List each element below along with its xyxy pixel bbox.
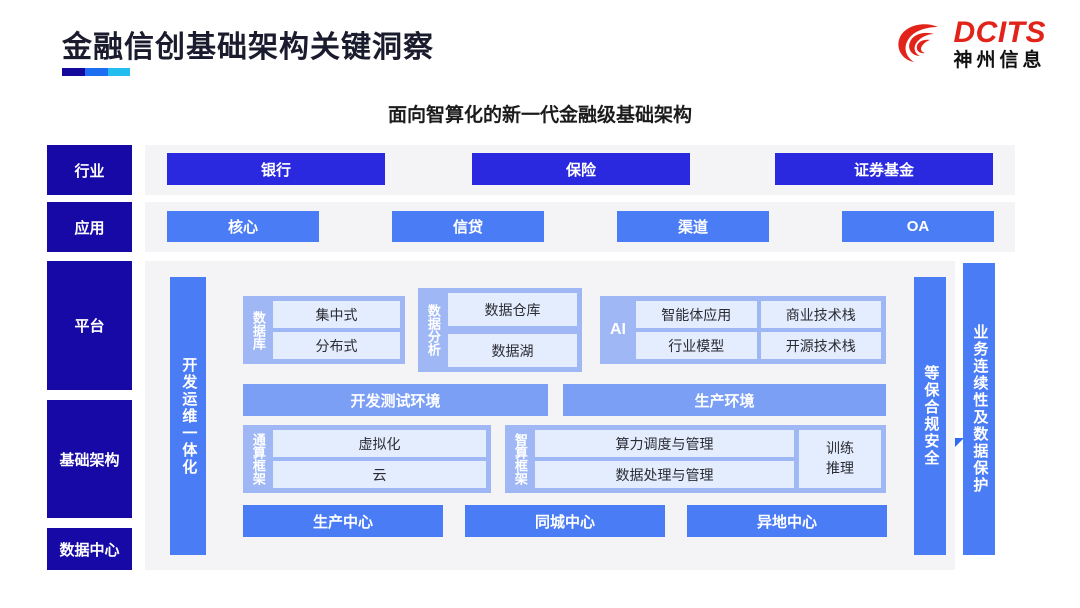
environment-bar-0[interactable]: 开发测试环境	[243, 384, 548, 416]
row-label-datacenter: 数据中心	[47, 528, 132, 570]
industry-item-0-label: 银行	[260, 161, 291, 179]
group-general-compute-label: 通算框架	[250, 433, 266, 485]
row-label-application: 应用	[47, 202, 132, 252]
group-general-compute[interactable]: 通算框架 虚拟化 云	[243, 425, 491, 493]
center-bar-2[interactable]: 异地中心	[687, 505, 887, 537]
continuity-vertical-bar-label: 业务连续性及数据保护	[971, 324, 989, 494]
row-label-industry: 行业	[47, 145, 132, 195]
compliance-vertical-bar-label: 等保合规安全	[922, 365, 940, 467]
group-ai-cell-0[interactable]: 智能体应用	[636, 301, 757, 328]
compliance-vertical-bar[interactable]: 等保合规安全	[914, 277, 946, 555]
industry-item-2-label: 证券基金	[853, 161, 914, 179]
group-data-analysis[interactable]: 数据分析 数据仓库 数据湖	[418, 288, 582, 372]
application-item-0[interactable]: 核心	[167, 211, 319, 242]
application-item-3[interactable]: OA	[842, 211, 994, 242]
group-ai-cell-3[interactable]: 开源技术栈	[760, 332, 881, 359]
group-data-analysis-cell-0[interactable]: 数据仓库	[448, 293, 577, 326]
application-item-2[interactable]: 渠道	[617, 211, 769, 242]
group-ai-label: AI	[610, 321, 626, 338]
row-label-platform-text: 平台	[74, 318, 105, 335]
group-data-analysis-label: 数据分析	[425, 304, 441, 356]
group-data-analysis-cell-1[interactable]: 数据湖	[448, 334, 577, 367]
application-item-3-label: OA	[906, 218, 930, 235]
row-label-application-text: 应用	[74, 219, 105, 237]
group-intelligent-compute-side[interactable]: 训练 推理	[799, 430, 881, 488]
group-database-label: 数据库	[250, 310, 266, 350]
center-bar-1[interactable]: 同城中心	[465, 505, 665, 537]
industry-item-1-label: 保险	[565, 161, 596, 179]
environment-bar-1-label: 生产环境	[694, 392, 755, 410]
group-database-cell-0[interactable]: 集中式	[273, 301, 400, 328]
center-bar-0-label: 生产中心	[312, 513, 373, 531]
row-label-infrastructure: 基础架构	[47, 400, 132, 518]
group-intelligent-compute-cell-0[interactable]: 算力调度与管理	[535, 430, 794, 457]
industry-item-1[interactable]: 保险	[472, 153, 690, 185]
industry-item-2[interactable]: 证券基金	[775, 153, 993, 185]
application-item-0-label: 核心	[227, 219, 258, 236]
group-ai-cell-2[interactable]: 行业模型	[636, 332, 757, 359]
row-label-platform: 平台	[47, 261, 132, 390]
group-intelligent-compute[interactable]: 智算框架 算力调度与管理 数据处理与管理 训练 推理	[505, 425, 886, 493]
brand-logo: DCITS 神州信息	[894, 18, 1047, 70]
devops-vertical-bar[interactable]: 开发运维一体化	[170, 277, 206, 555]
title-underline-rule	[62, 68, 130, 76]
logo-wordmark-en: DCITS	[953, 16, 1046, 49]
group-ai[interactable]: AI 智能体应用 商业技术栈 行业模型 开源技术栈	[600, 296, 886, 364]
group-database-cell-1[interactable]: 分布式	[273, 332, 400, 359]
application-item-1-label: 信贷	[452, 219, 483, 236]
diagram-subtitle: 面向智算化的新一代金融级基础架构	[387, 105, 692, 126]
row-label-infrastructure-text: 基础架构	[59, 451, 120, 469]
center-bar-0[interactable]: 生产中心	[243, 505, 443, 537]
application-item-1[interactable]: 信贷	[392, 211, 544, 242]
group-general-compute-cell-1[interactable]: 云	[273, 461, 486, 488]
environment-bar-0-label: 开发测试环境	[350, 392, 441, 410]
row-label-datacenter-text: 数据中心	[59, 541, 120, 559]
group-intelligent-compute-label: 智算框架	[512, 433, 528, 485]
industry-item-0[interactable]: 银行	[167, 153, 385, 185]
group-intelligent-compute-side-line2: 推理	[826, 460, 854, 476]
logo-wordmark-cn: 神州信息	[953, 50, 1046, 71]
application-item-2-label: 渠道	[677, 219, 708, 236]
dcits-swirl-logo-icon	[894, 18, 946, 70]
group-database[interactable]: 数据库 集中式 分布式	[243, 296, 405, 364]
center-bar-2-label: 异地中心	[756, 513, 817, 531]
page-title: 金融信创基础架构关键洞察	[62, 31, 434, 64]
devops-vertical-bar-label: 开发运维一体化	[180, 356, 198, 476]
group-intelligent-compute-cell-1[interactable]: 数据处理与管理	[535, 461, 794, 488]
environment-bar-1[interactable]: 生产环境	[563, 384, 886, 416]
group-ai-cell-1[interactable]: 商业技术栈	[760, 301, 881, 328]
row-label-industry-text: 行业	[74, 162, 105, 180]
center-bar-1-label: 同城中心	[534, 513, 595, 531]
group-intelligent-compute-side-line1: 训练	[826, 440, 854, 457]
continuity-vertical-bar[interactable]: 业务连续性及数据保护	[963, 263, 995, 555]
group-general-compute-cell-0[interactable]: 虚拟化	[273, 430, 486, 457]
